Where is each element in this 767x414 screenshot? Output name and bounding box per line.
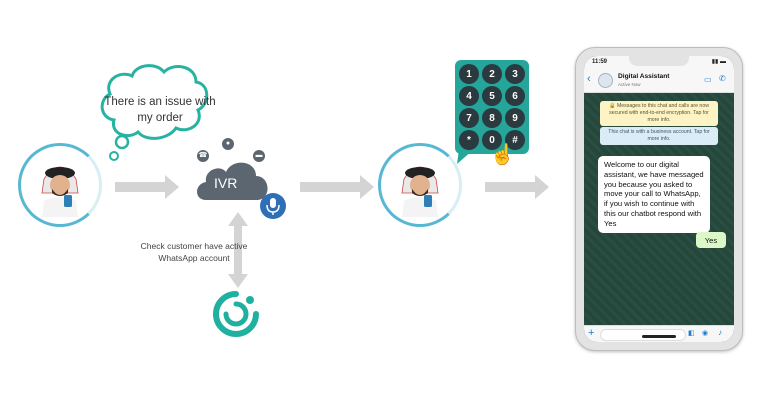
encryption-notice-text: Messages to this chat and calls are now …: [609, 103, 709, 123]
dial-keypad: 1 2 3 4 5 6 7 8 9 * 0 #: [455, 60, 529, 154]
message-composer: + ◧ ◉ ♪: [584, 325, 734, 342]
flow-arrow: [115, 175, 179, 199]
keypad-key: 0: [482, 130, 502, 150]
avatar-ring: [378, 143, 462, 227]
encryption-notice[interactable]: 🔒 Messages to this chat and calls are no…: [600, 101, 718, 126]
business-notice[interactable]: This chat is with a business account. Ta…: [600, 127, 718, 145]
contact-name[interactable]: Digital Assistant: [618, 73, 670, 80]
chat-body: 🔒 Messages to this chat and calls are no…: [584, 93, 734, 325]
keypad-key: 9: [505, 108, 525, 128]
flow-arrow: [485, 175, 549, 199]
keypad-key: 8: [482, 108, 502, 128]
keypad-key: 5: [482, 86, 502, 106]
customer-avatar: [26, 151, 94, 219]
sticker-icon[interactable]: ◧: [688, 330, 695, 337]
keypad-key: 3: [505, 64, 525, 84]
customer-avatar: [386, 151, 454, 219]
thought-bubble: [100, 64, 209, 161]
users-icon: ●: [222, 138, 234, 150]
outgoing-message: Yes: [696, 232, 726, 248]
contact-avatar[interactable]: [598, 73, 613, 88]
keypad-key: 1: [459, 64, 479, 84]
flow-arrow: [300, 175, 374, 199]
ivr-cloud-icon: [197, 162, 268, 200]
phone-mockup: 11:59 ▮▮ ▬ ‹ Digital Assistant Active No…: [575, 47, 743, 351]
lock-icon: 🔒: [609, 103, 616, 109]
voice-call-icon[interactable]: ✆: [719, 74, 726, 83]
chat-header: ‹ Digital Assistant Active Now ▭ ✆: [584, 70, 734, 93]
keypad-key: *: [459, 130, 479, 150]
check-whatsapp-text: Check customer have active WhatsApp acco…: [140, 241, 248, 263]
keypad-key: #: [505, 130, 525, 150]
camera-icon[interactable]: ◉: [702, 330, 709, 337]
phone-notch: [629, 56, 689, 66]
vertical-double-arrow: [228, 212, 248, 288]
chat-icon: ▬: [253, 150, 265, 162]
avatar-ring: [18, 143, 102, 227]
brand-logo-icon: [213, 291, 259, 337]
ivr-label: IVR: [214, 175, 238, 191]
phone-screen: 11:59 ▮▮ ▬ ‹ Digital Assistant Active No…: [584, 56, 734, 342]
add-attachment-icon[interactable]: +: [588, 327, 595, 339]
mic-icon[interactable]: ♪: [718, 328, 722, 337]
status-time: 11:59: [592, 59, 608, 65]
signal-icon: ▮▮ ▬: [711, 59, 726, 65]
keypad-key: 7: [459, 108, 479, 128]
phone-icon: ☎: [197, 150, 209, 162]
video-call-icon[interactable]: ▭: [704, 75, 712, 84]
microphone-icon: [260, 193, 286, 219]
home-indicator: [642, 335, 676, 338]
hand-pointer-icon: ☝: [490, 144, 515, 166]
contact-status: Active Now: [618, 82, 641, 87]
thought-bubble-text: There is an issue with my order: [104, 96, 216, 124]
keypad-pointer-tail: [457, 150, 473, 164]
incoming-message: Welcome to our digital assistant, we hav…: [598, 156, 710, 233]
keypad-key: 2: [482, 64, 502, 84]
keypad-key: 4: [459, 86, 479, 106]
back-icon[interactable]: ‹: [587, 73, 591, 85]
keypad-key: 6: [505, 86, 525, 106]
